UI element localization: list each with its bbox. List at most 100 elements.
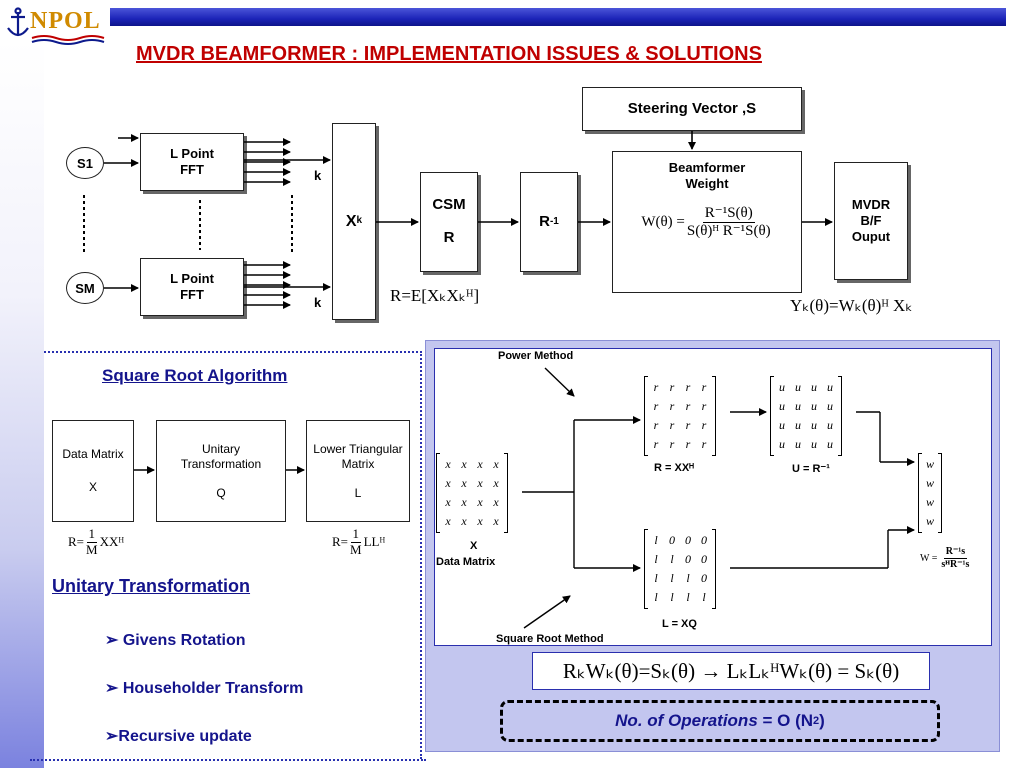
matrix-entry: l (654, 552, 658, 566)
matrix-entry: u (795, 418, 801, 432)
lower-tri-line1: Lower Triangular (313, 441, 403, 456)
matrix-entry: 0 (685, 552, 691, 566)
fft-bottom-line1: L Point (170, 270, 214, 286)
mvdr-line1: MVDR (851, 196, 891, 212)
unitary-line3: Q (216, 485, 226, 500)
matrix-entry: x (461, 495, 467, 509)
matrix-entry: x (493, 495, 499, 509)
matrix-entry: u (779, 399, 785, 413)
matrix-entry: 0 (701, 533, 707, 547)
logo-text: NPOL (30, 8, 101, 34)
matrix-entry: 0 (685, 533, 691, 547)
u-rinv-label: U = R⁻¹ (792, 463, 830, 475)
weight-equation: W(θ) = R⁻¹S(θ) S(θ)ᴴ R⁻¹S(θ) (641, 205, 772, 241)
matrix-entry: u (827, 418, 833, 432)
source-sm: SM (66, 272, 104, 304)
matrix-entry: w (925, 495, 934, 509)
matrix-entry: r (669, 437, 675, 451)
matrix-entry: r (669, 399, 675, 413)
matrix-entry: l (654, 533, 658, 547)
lower-triangular-block: Lower Triangular Matrix L (306, 420, 410, 522)
matrix-entry: u (795, 437, 801, 451)
matrix-entry: x (461, 514, 467, 528)
matrix-entry: w (925, 514, 934, 528)
unitary-line2: Transformation (180, 456, 262, 471)
matrix-entry: r (653, 399, 659, 413)
anchor-icon (7, 7, 105, 45)
fft-bottom-block: L Point FFT (140, 258, 244, 316)
matrix-entry: x (445, 457, 451, 471)
csm-line1: CSM (432, 196, 466, 214)
bullet-givens: ➢ Givens Rotation (105, 632, 246, 649)
matrix-entry: l (670, 552, 674, 566)
matrix-entry: r (685, 418, 691, 432)
sm-label: SM (75, 280, 95, 296)
final-equation: RₖWₖ(θ)=Sₖ(θ) → LₖLₖᴴWₖ(θ) = Sₖ(θ) (532, 652, 930, 690)
weight-eq-den: S(θ)ᴴ R⁻¹S(θ) (686, 222, 771, 239)
matrix-entry: l (670, 571, 674, 585)
weight-eq-num: R⁻¹S(θ) (702, 205, 755, 223)
matrix-entry: 0 (701, 552, 707, 566)
left-dotted-bottom (30, 759, 426, 761)
beamformer-weight-block: Beamformer Weight W(θ) = R⁻¹S(θ) S(θ)ᴴ R… (612, 151, 802, 293)
eq1-rhs: XXᴴ (99, 534, 125, 550)
matrix-entry: u (779, 380, 785, 394)
w-eq-num: R⁻¹s (943, 546, 968, 559)
r-expectation-equation: R=E[XₖXₖᴴ] (390, 286, 480, 305)
fft-top-block: L Point FFT (140, 133, 244, 191)
k-label-bottom: k (314, 295, 322, 310)
fft-top-line2: FFT (180, 162, 204, 177)
ops-eq: = O (N (757, 711, 814, 730)
matrix-entry: r (701, 437, 707, 451)
rinv-base: R (539, 212, 550, 230)
weight-eq-fraction: R⁻¹S(θ) S(θ)ᴴ R⁻¹S(θ) (685, 205, 773, 241)
matrix-entry: x (445, 495, 451, 509)
matrix-entry: u (811, 380, 817, 394)
xk-sub: k (356, 215, 363, 227)
source-s1: S1 (66, 147, 104, 179)
matrix-entry: r (669, 418, 675, 432)
matrix-entry: x (477, 457, 483, 471)
matrix-entry: l (670, 590, 674, 604)
eq2-lhs: R= (332, 534, 349, 550)
steering-vector-block: Steering Vector ,S (582, 87, 802, 131)
eq1-lhs: R= (68, 534, 85, 550)
top-blue-bar (110, 8, 1006, 26)
square-root-algorithm-title: Square Root Algorithm (102, 366, 288, 385)
unitary-transformation-block: Unitary Transformation Q (156, 420, 286, 522)
matrix-entry: r (669, 380, 675, 394)
fft-top-line1: L Point (170, 145, 214, 161)
matrix-entry: 0 (701, 571, 707, 585)
matrix-entry: x (493, 514, 499, 528)
matrix-entry: x (445, 514, 451, 528)
lower-tri-line2: Matrix (341, 456, 375, 471)
x-label: X (470, 540, 478, 552)
matrix-entry: u (811, 437, 817, 451)
matrix-entry: l (686, 590, 690, 604)
matrix-entry: u (795, 399, 801, 413)
y-output-equation: Yₖ(θ)=Wₖ(θ)ᴴ Xₖ (790, 296, 913, 315)
matrix-entry: x (461, 457, 467, 471)
r-xxh-label: R = XXᴴ (654, 462, 694, 474)
rinv-block: R-1 (520, 172, 578, 272)
ops-label: No. of Operations (615, 711, 758, 730)
rinv-exp: -1 (549, 215, 559, 227)
data-matrix-line2: X (88, 480, 97, 494)
matrix-entry: x (477, 514, 483, 528)
matrix-entry: u (779, 418, 785, 432)
matrix-entry: u (827, 437, 833, 451)
csm-line2: R (443, 229, 455, 246)
matrix-entry: r (685, 437, 691, 451)
data-matrix-label: Data Matrix (436, 556, 496, 568)
matrix-entry: r (653, 418, 659, 432)
matrix-entry: r (685, 380, 691, 394)
k-label-top: k (314, 168, 322, 183)
matrix-entry: x (477, 476, 483, 490)
